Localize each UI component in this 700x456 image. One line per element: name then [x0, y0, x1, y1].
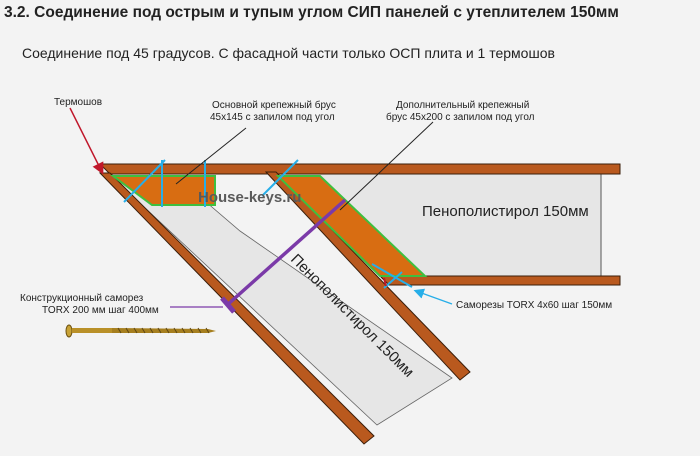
large-screw-label-2: TORX 200 мм шаг 400мм — [42, 305, 159, 316]
screw-illustration — [65, 324, 216, 338]
main-beam-label-2: 45х145 с запилом под угол — [210, 112, 335, 123]
extra-beam-leader — [339, 121, 434, 211]
extra-beam-label-2: брус 45х200 с запилом под угол — [386, 111, 535, 123]
main-beam-label-1: Основной крепежный брус — [212, 99, 336, 111]
construction-screw — [224, 198, 347, 308]
small-screws-label: Саморезы TORX 4х60 шаг 150мм — [456, 300, 612, 311]
thermal-seam-arrow-2 — [383, 277, 387, 287]
page-title: 3.2. Соединение под острым и тупым углом… — [4, 4, 619, 21]
thermal-seam-arrow — [69, 107, 104, 175]
small-screw — [261, 159, 299, 197]
small-screws-leader — [413, 288, 453, 305]
foam-horizontal-label: Пенополистирол 150мм — [422, 203, 589, 220]
page-subtitle: Соединение под 45 градусов. С фасадной ч… — [22, 45, 555, 61]
extra-beam-label-1: Дополнительный крепежный — [396, 100, 529, 111]
outer-diagonal-osb — [98, 172, 375, 445]
main-beam — [109, 175, 216, 206]
small-screw — [383, 271, 403, 289]
bottom-osb-board — [378, 275, 621, 286]
small-screw — [371, 263, 413, 288]
large-screw-label-1: Конструкционный саморез — [20, 293, 144, 304]
thermal-seam-label: Термошов — [54, 97, 102, 108]
main-beam-leader — [175, 127, 247, 185]
watermark: House-keys.ru — [198, 189, 301, 206]
top-osb-board — [98, 163, 621, 175]
construction-screw-head — [220, 296, 236, 314]
small-screw — [123, 159, 166, 203]
additional-beam — [275, 175, 428, 277]
